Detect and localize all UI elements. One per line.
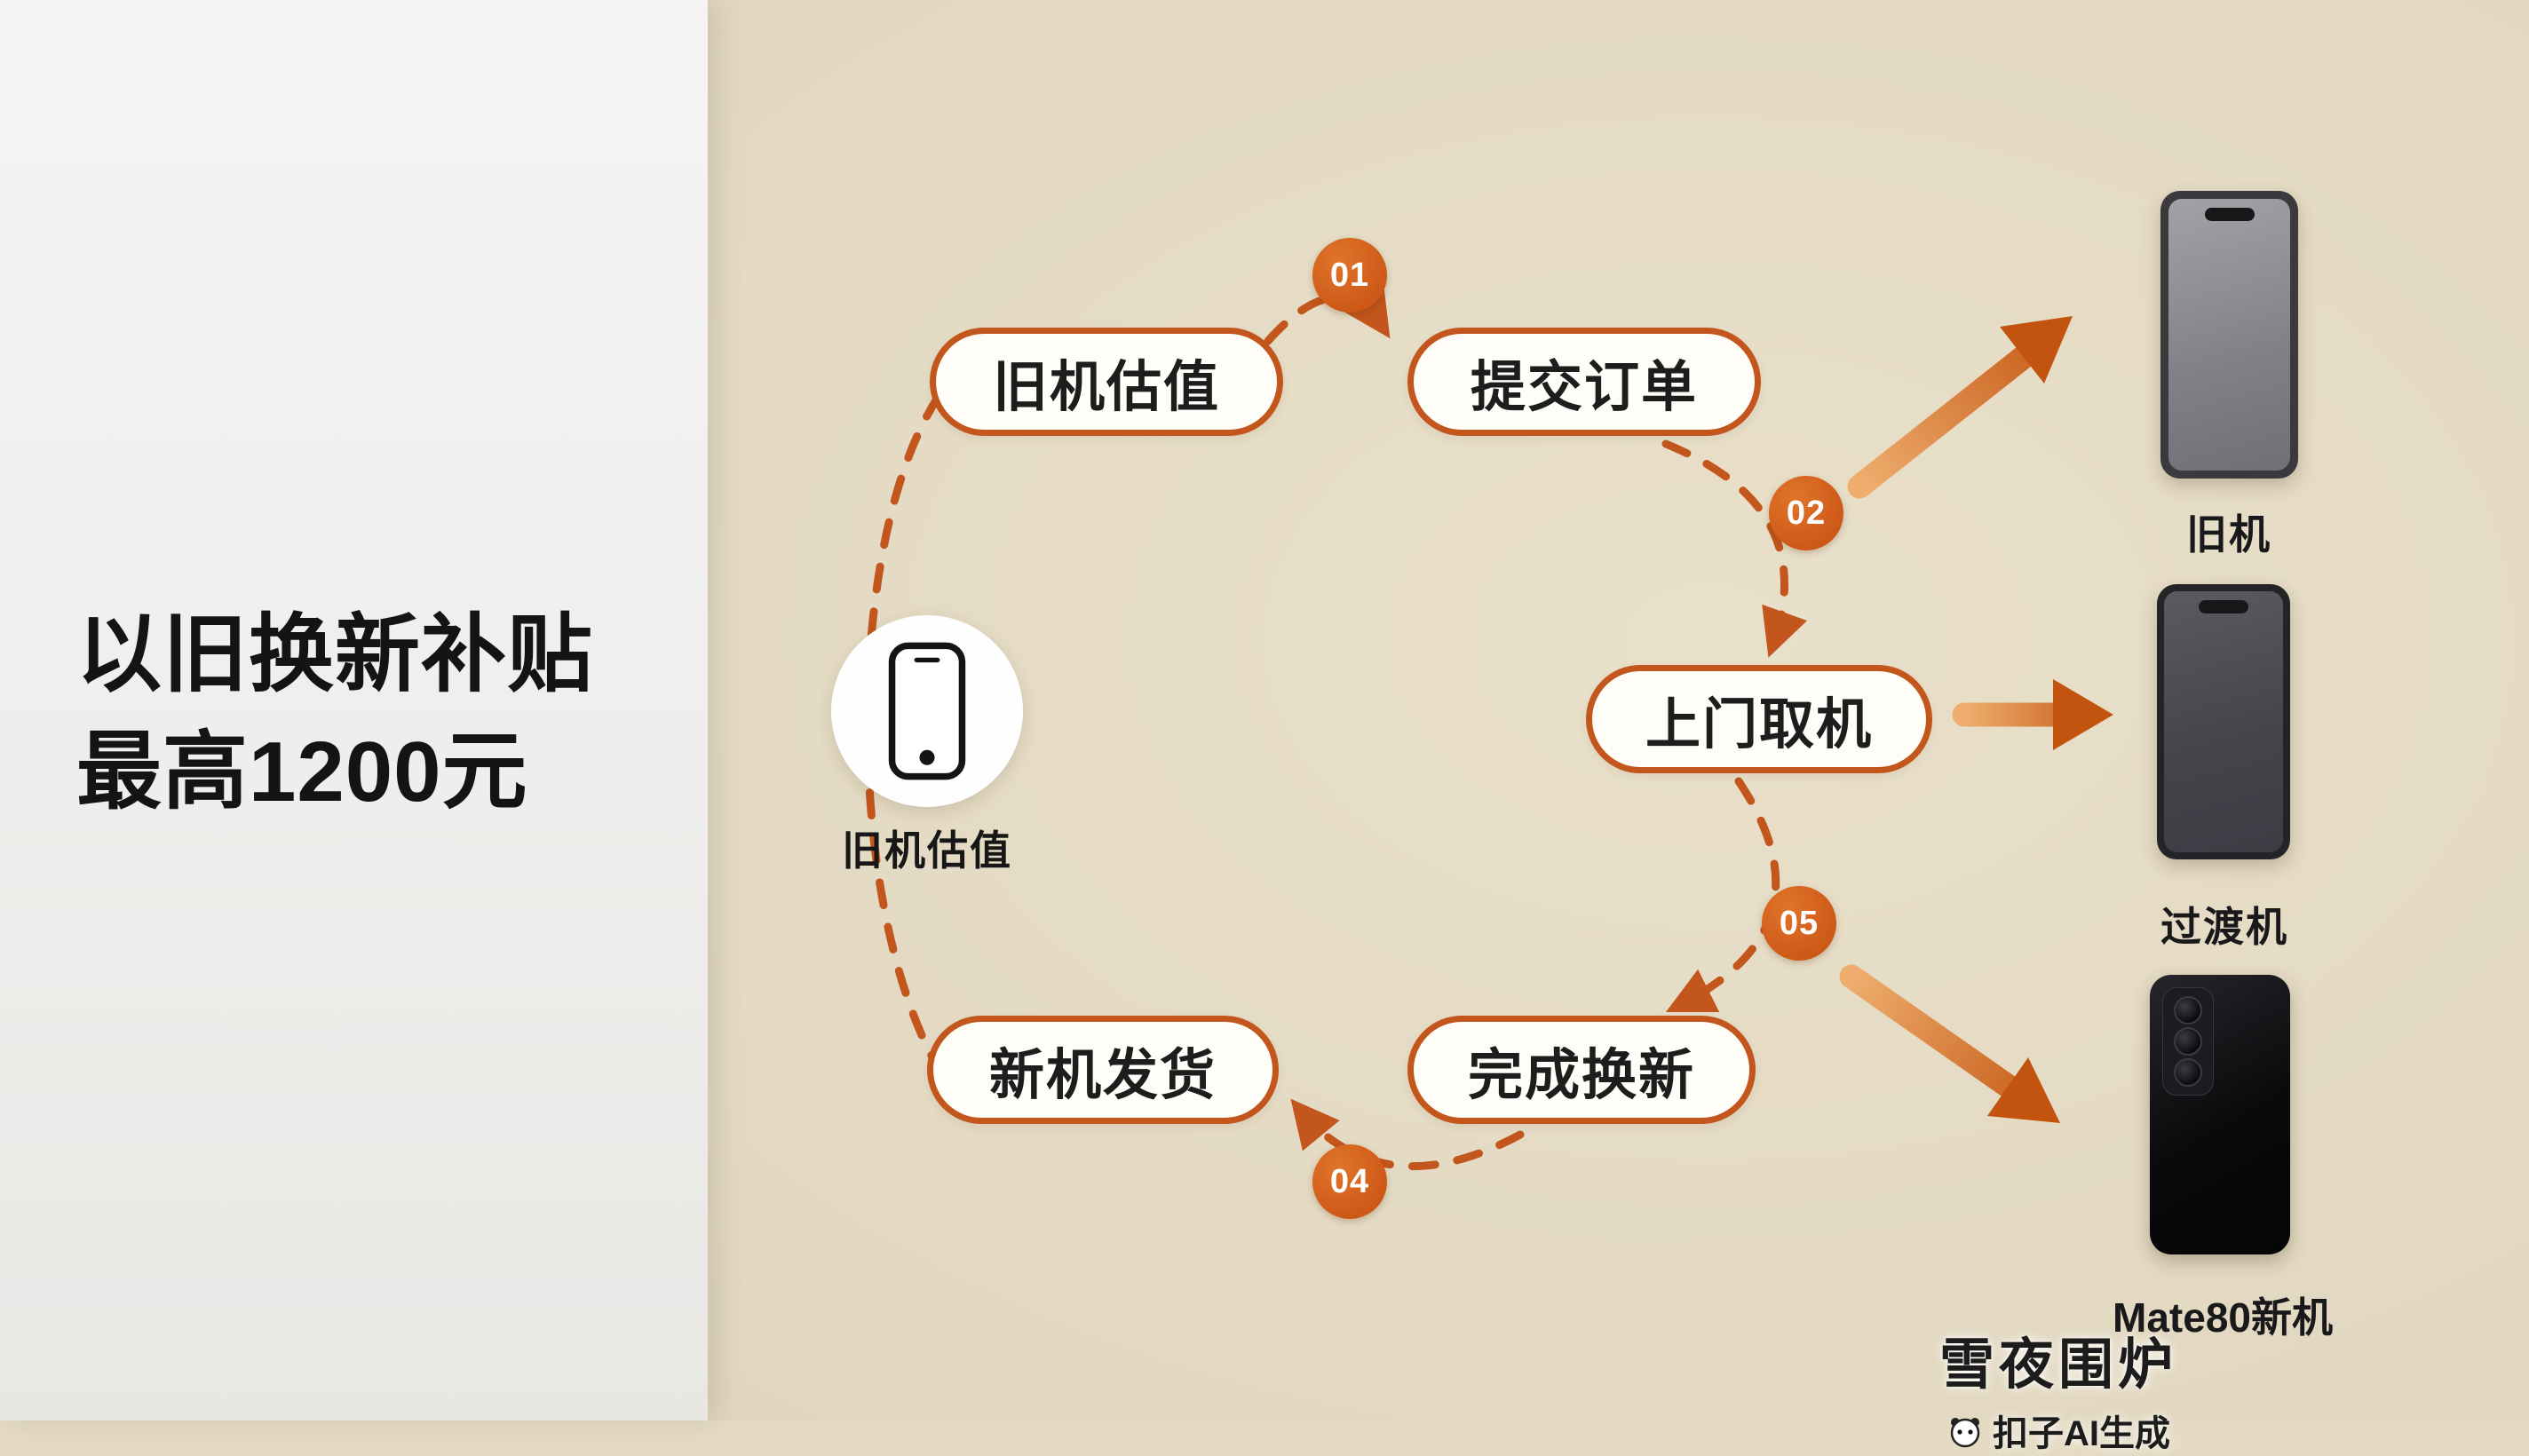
flow-step-label: 新机发货 — [988, 1045, 1217, 1106]
center-valuation-circle — [831, 615, 1023, 807]
camera-lens-icon — [2174, 1027, 2202, 1056]
flow-step-complete-trade-in: 完成换新 — [1407, 1016, 1756, 1124]
watermark-subtitle: 扣子AI生成 — [1992, 1414, 2170, 1453]
watermark-title: 雪夜围炉 — [1938, 1334, 2177, 1396]
step-number-badge-01: 01 — [1312, 238, 1387, 313]
flow-step-submit-order: 提交订单 — [1407, 328, 1761, 436]
transition-phone-label: 过渡机 — [2160, 904, 2288, 950]
step-number-badge-05: 05 — [1762, 886, 1836, 961]
flow-step-new-phone-shipped: 新机发货 — [927, 1016, 1279, 1124]
camera-lens-icon — [2174, 1058, 2202, 1087]
headline-line1: 以旧换新补贴 — [76, 607, 593, 702]
old-phone-label: 旧机 — [2186, 511, 2271, 558]
watermark-subtitle-row: 扣子AI生成 — [1939, 1405, 2177, 1456]
flow-step-label: 旧机估值 — [992, 357, 1220, 418]
transition-phone-camera-island — [2199, 600, 2248, 613]
flow-step-label: 完成换新 — [1467, 1045, 1695, 1106]
new-phone-label: Mate80新机 — [2113, 1294, 2333, 1341]
headline-line2: 最高1200元 — [76, 724, 528, 820]
flow-step-old-phone-valuation: 旧机估值 — [930, 328, 1283, 436]
camera-lens-icon — [2174, 996, 2202, 1025]
old-phone-camera-island — [2204, 208, 2255, 221]
kouzi-logo-icon — [1950, 1418, 1980, 1448]
flow-step-label: 上门取机 — [1645, 694, 1873, 756]
center-circle-label: 旧机估值 — [842, 827, 1012, 874]
flow-step-label: 提交订单 — [1470, 357, 1698, 418]
headline-panel: 以旧换新补贴 最高1200元 — [0, 0, 708, 1420]
old-phone-screen — [2168, 199, 2290, 471]
new-phone-camera-module — [2162, 987, 2214, 1096]
phone-outline-icon — [888, 642, 966, 780]
flow-step-door-pickup: 上门取机 — [1586, 665, 1932, 773]
watermark: 雪夜围炉 扣子AI生成 — [1939, 1319, 2177, 1456]
transition-phone-screen — [2164, 591, 2283, 852]
headline-title: 以旧换新补贴 最高1200元 — [76, 597, 593, 832]
old-phone-image — [2160, 191, 2298, 479]
step-number-badge-02: 02 — [1769, 476, 1843, 550]
step-number-badge-04: 04 — [1312, 1144, 1387, 1219]
new-phone-image — [2150, 975, 2290, 1254]
transition-phone-image — [2157, 584, 2290, 859]
